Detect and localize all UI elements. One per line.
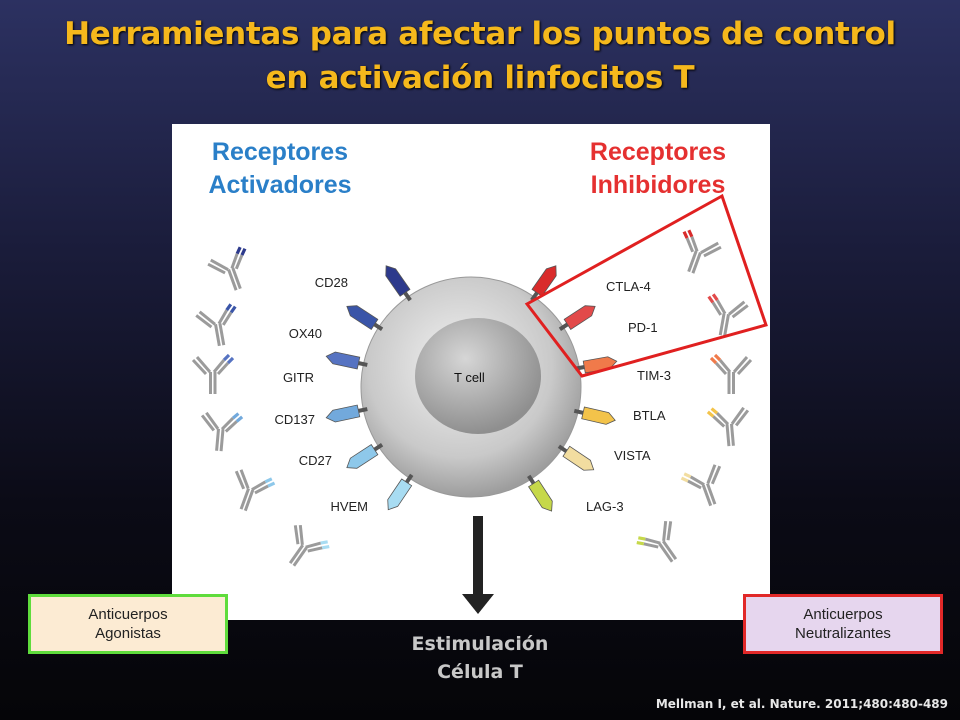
receptor-ox40 <box>346 305 384 331</box>
stimulation-arrow-head <box>462 594 494 614</box>
receptor-cd28 <box>385 265 412 302</box>
agonist-box-line2: Agonistas <box>95 625 161 642</box>
inhibitors-header: Receptores Inhibidores <box>538 136 778 202</box>
inhibitors-header-line2: Inhibidores <box>590 171 726 199</box>
tcell-diagram: Receptores Activadores Receptores Inhibi… <box>172 124 770 620</box>
stimulation-arrow-shaft <box>473 516 483 596</box>
label-cd28: CD28 <box>314 275 348 290</box>
label-vista: VISTA <box>614 448 651 463</box>
antibody-vista <box>680 464 722 507</box>
tcell-nucleus <box>415 318 541 434</box>
antibody-cd28 <box>207 246 247 291</box>
receptor-pd1 <box>558 305 596 331</box>
label-gitr: GITR <box>282 370 314 385</box>
citation: Mellman I, et al. Nature. 2011;480:480-4… <box>655 697 948 711</box>
neutralizing-box-line1: Anticuerpos <box>803 606 883 623</box>
antibody-cd27 <box>234 469 276 512</box>
receptor-btla <box>573 406 616 425</box>
receptor-cd27 <box>346 443 384 469</box>
slide-title: Herramientas para afectar los puntos de … <box>20 12 940 100</box>
activators-header: Receptores Activadores <box>160 136 400 202</box>
receptor-hvem <box>387 473 414 511</box>
receptor-ctla4 <box>530 265 557 302</box>
receptor-vista <box>557 444 595 471</box>
label-ctla4: CTLA-4 <box>606 279 651 294</box>
stimulation-label: Estimulación Célula T <box>360 630 600 686</box>
agonist-antibodies-box: Anticuerpos Agonistas <box>28 594 228 654</box>
antibody-ox40 <box>195 303 237 347</box>
antibody-btla <box>706 406 750 447</box>
antibody-tim3 <box>709 353 753 394</box>
label-cd137: CD137 <box>274 412 315 427</box>
label-lag3: LAG-3 <box>586 499 624 514</box>
receptor-lag3 <box>527 474 553 512</box>
antibody-pd1 <box>707 293 749 337</box>
neutralizing-box-line2: Neutralizantes <box>795 625 891 642</box>
label-ox40: OX40 <box>288 326 322 341</box>
slide-title-line1: Herramientas para afectar los puntos de … <box>64 16 896 52</box>
label-cd27: CD27 <box>298 453 332 468</box>
antibody-gitr <box>191 353 235 394</box>
slide-title-line2: en activación linfocitos T <box>265 60 695 96</box>
antibody-lag3 <box>636 520 678 563</box>
label-btla: BTLA <box>633 408 666 423</box>
agonist-box-line1: Anticuerpos <box>88 606 168 623</box>
label-hvem: HVEM <box>330 499 368 514</box>
label-pd1: PD-1 <box>628 320 658 335</box>
tcell-label: T cell <box>454 370 485 385</box>
activators-header-line1: Receptores <box>211 138 349 166</box>
neutralizing-antibodies-box: Anticuerpos Neutralizantes <box>743 594 943 654</box>
antibody-cd137 <box>200 411 244 452</box>
inhibitors-header-line1: Receptores <box>589 138 727 166</box>
inhibitor-highlight-box <box>524 193 768 378</box>
antibody-ctla4 <box>682 229 722 274</box>
antibody-hvem <box>288 524 330 567</box>
receptor-cd137 <box>325 404 368 423</box>
stimulation-line1: Estimulación <box>411 633 549 655</box>
receptor-gitr <box>325 351 368 370</box>
tcell-diagram-svg <box>191 193 768 614</box>
stimulation-line2: Célula T <box>437 661 523 683</box>
activators-header-line2: Activadores <box>208 171 352 199</box>
label-tim3: TIM-3 <box>637 368 671 383</box>
